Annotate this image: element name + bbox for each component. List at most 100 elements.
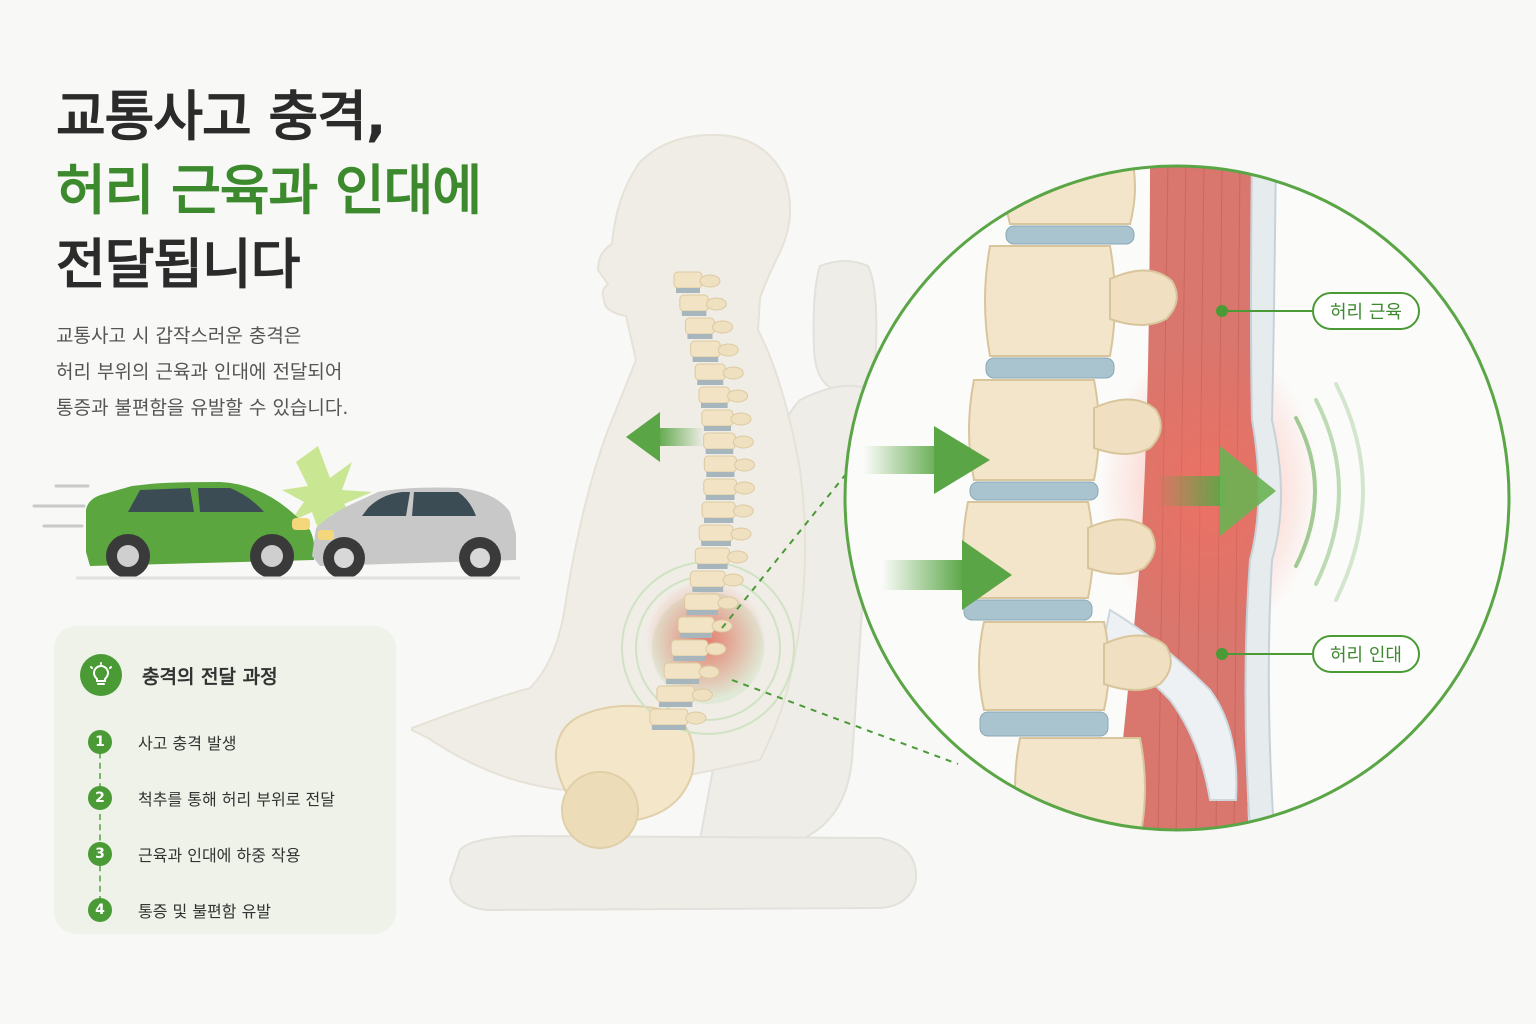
vertebra bbox=[656, 685, 695, 703]
spinous-process bbox=[727, 389, 749, 403]
disc bbox=[700, 403, 728, 408]
magnified-spinous-process bbox=[1087, 518, 1156, 575]
spinous-process bbox=[732, 504, 754, 518]
magnified-vertebra bbox=[1004, 166, 1136, 225]
speed-lines bbox=[32, 484, 90, 528]
spinous-process bbox=[722, 573, 744, 587]
process-card-header: 충격의 전달 과정 bbox=[80, 654, 278, 696]
disc bbox=[680, 633, 713, 638]
magnified-vertebrae bbox=[962, 166, 1178, 830]
disc bbox=[703, 426, 731, 431]
spinous-process bbox=[730, 527, 752, 541]
disc bbox=[658, 702, 693, 707]
spinous-process bbox=[705, 642, 727, 656]
vertebra bbox=[684, 593, 721, 611]
vertebra bbox=[698, 386, 731, 404]
step-label: 척추를 통해 허리 부위로 전달 bbox=[138, 790, 335, 809]
spine bbox=[649, 271, 756, 730]
step-number-badge: 3 bbox=[88, 842, 112, 866]
headline-line-2: 허리 근육과 인대에 bbox=[56, 159, 482, 222]
magnified-disc bbox=[969, 481, 1099, 501]
magnified-vertebra bbox=[968, 379, 1100, 481]
disc bbox=[704, 518, 734, 523]
magnified-vertebra bbox=[978, 621, 1110, 711]
description: 교통사고 시 갑작스러운 충격은 허리 부위의 근육과 인대에 전달되어 통증과… bbox=[56, 318, 436, 426]
spinous-process bbox=[722, 366, 744, 380]
magnified-spinous-process bbox=[1093, 398, 1162, 455]
force-arrow-upper-icon bbox=[864, 426, 990, 494]
callout-lumbar-ligament: 허리 인대 bbox=[1312, 635, 1420, 673]
force-arrow-inner-icon bbox=[1156, 446, 1276, 536]
zoom-connector-lines bbox=[721, 473, 959, 765]
step-label: 통증 및 불편함 유발 bbox=[138, 902, 272, 921]
spinous-process bbox=[711, 619, 733, 633]
process-step: 3 근육과 인대에 하중 작용 bbox=[88, 826, 335, 882]
disc bbox=[687, 334, 713, 339]
vertebra bbox=[690, 340, 721, 358]
magnified-disc bbox=[979, 711, 1109, 737]
disc bbox=[673, 656, 706, 661]
vertebra bbox=[698, 524, 734, 542]
disc bbox=[692, 587, 724, 592]
disc bbox=[697, 380, 724, 385]
spinous-process bbox=[732, 435, 754, 449]
spinous-process bbox=[705, 297, 727, 311]
vertebra bbox=[701, 409, 734, 427]
vertebra bbox=[703, 432, 736, 450]
disc bbox=[701, 541, 731, 546]
magnified-disc bbox=[985, 357, 1115, 379]
step-label: 사고 충격 발생 bbox=[138, 734, 237, 753]
headline-line-3: 전달됩니다 bbox=[56, 233, 300, 296]
vertebra bbox=[703, 455, 737, 473]
process-card-title: 충격의 전달 과정 bbox=[142, 665, 278, 688]
step-label: 근육과 인대에 하중 작용 bbox=[138, 846, 301, 865]
force-arrow-left-icon bbox=[626, 412, 704, 462]
steps-connector bbox=[99, 732, 101, 902]
description-line-2: 허리 부위의 근육과 인대에 전달되어 bbox=[56, 361, 343, 383]
spinous-process bbox=[691, 688, 713, 702]
magnified-spinous-process bbox=[1103, 634, 1172, 691]
vertebra bbox=[670, 639, 709, 657]
callout-lines bbox=[1216, 305, 1312, 660]
headline: 교통사고 충격, 허리 근육과 인대에 전달됩니다 bbox=[56, 80, 482, 302]
spinous-process bbox=[717, 343, 739, 357]
green-car-icon bbox=[86, 482, 315, 578]
spinous-process bbox=[685, 711, 707, 725]
vertebra bbox=[694, 363, 726, 381]
magnified-spinous-process bbox=[1109, 269, 1178, 326]
spinous-process bbox=[711, 320, 733, 334]
step-number-badge: 2 bbox=[88, 786, 112, 810]
magnified-disc bbox=[963, 599, 1093, 621]
spinous-process bbox=[698, 665, 720, 679]
spinous-process bbox=[717, 596, 739, 610]
magnified-vertebra bbox=[984, 245, 1116, 357]
description-line-3: 통증과 불편함을 유발할 수 있습니다. bbox=[56, 397, 349, 419]
lumbar-ligament bbox=[1244, 166, 1282, 830]
disc bbox=[706, 472, 735, 477]
spinous-process bbox=[730, 412, 752, 426]
disc bbox=[676, 288, 700, 293]
spinous-process bbox=[733, 458, 755, 472]
step-number-badge: 4 bbox=[88, 898, 112, 922]
disc bbox=[651, 725, 686, 730]
vertebra bbox=[689, 570, 726, 588]
process-step: 4 통증 및 불편함 유발 bbox=[88, 882, 335, 938]
spinous-process bbox=[699, 274, 721, 288]
description-line-1: 교통사고 시 갑작스러운 충격은 bbox=[56, 325, 302, 347]
headline-line-1: 교통사고 충격, bbox=[56, 85, 386, 148]
callout-lumbar-muscle: 허리 근육 bbox=[1312, 292, 1420, 330]
disc bbox=[666, 679, 700, 684]
vertebra bbox=[679, 294, 709, 312]
spinous-process bbox=[734, 481, 756, 495]
magnified-disc bbox=[1005, 225, 1135, 245]
disc bbox=[705, 495, 735, 500]
magnified-view bbox=[843, 164, 1511, 832]
force-arrow-lower-icon bbox=[882, 540, 1012, 610]
vibration-waves-icon bbox=[1294, 382, 1365, 602]
disc bbox=[697, 564, 728, 569]
magnified-vertebra bbox=[1014, 737, 1146, 830]
vertebra bbox=[703, 478, 738, 496]
